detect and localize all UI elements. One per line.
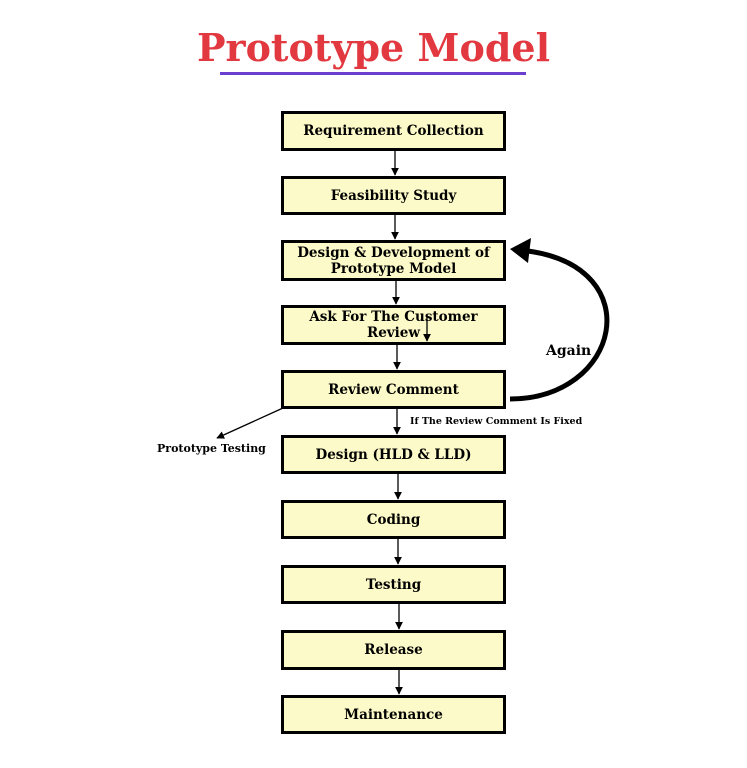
label-again: Again [546, 343, 592, 359]
arrow-prototype-testing [216, 407, 284, 439]
step-review-comment: Review Comment [281, 370, 506, 409]
step-prototype-design-development: Design & Development of Prototype Model [281, 240, 506, 281]
diagram-title: Prototype Model [196, 25, 551, 70]
label-prototype-testing: Prototype Testing [157, 442, 266, 455]
title-underline [220, 72, 526, 75]
step-customer-review: Ask For The Customer Review [281, 305, 506, 345]
step-testing: Testing [281, 565, 506, 604]
step-design-hld-lld: Design (HLD & LLD) [281, 435, 506, 474]
step-feasibility-study: Feasibility Study [281, 176, 506, 215]
step-coding: Coding [281, 500, 506, 539]
label-review-fixed: If The Review Comment Is Fixed [410, 416, 583, 427]
step-release: Release [281, 630, 506, 670]
step-maintenance: Maintenance [281, 695, 506, 734]
again-loop-arrowhead [510, 238, 531, 263]
step-requirement-collection: Requirement Collection [281, 111, 506, 151]
again-loop-curve [509, 248, 610, 402]
